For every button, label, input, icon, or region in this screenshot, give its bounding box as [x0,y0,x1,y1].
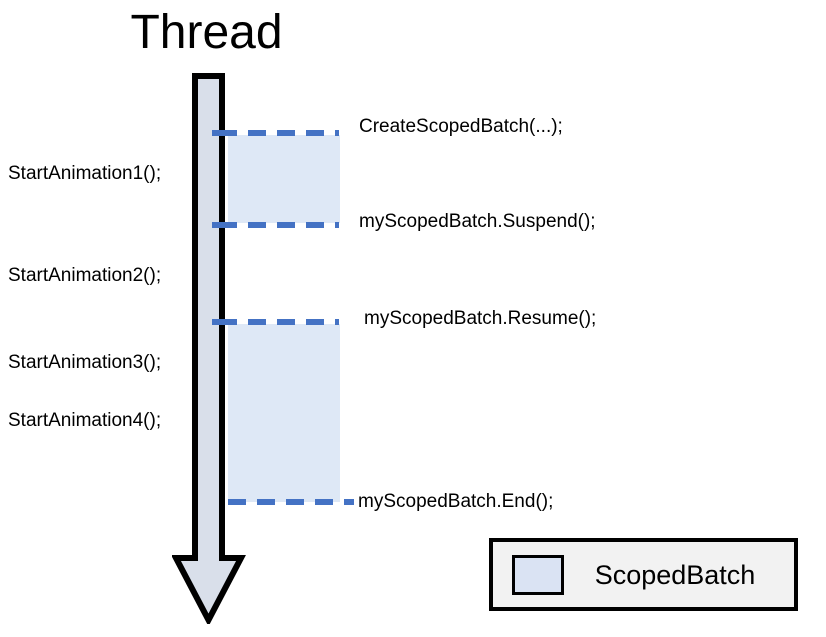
thread-label-start-animation-1: StartAnimation1(); [8,163,162,184]
dash-stub-suspend-left [212,222,219,228]
scoped-batch-region-1 [228,135,340,223]
api-label-create-scoped-batch: CreateScopedBatch(...); [359,116,563,137]
legend-label-scoped-batch: ScopedBatch [594,559,756,590]
thread-direction-arrow-icon [172,73,246,624]
dashed-line-end [228,499,352,505]
scoped-batch-region-2 [228,324,340,502]
api-label-resume: myScopedBatch.Resume(); [364,308,597,329]
dashed-line-suspend [219,222,339,228]
thread-label-start-animation-2: StartAnimation2(); [8,265,162,286]
dashed-line-create-scoped-batch [219,130,339,136]
dash-stub-end-right [347,499,354,505]
thread-label-start-animation-3: StartAnimation3(); [8,352,162,373]
api-label-suspend: myScopedBatch.Suspend(); [359,211,596,232]
page-title: Thread [130,6,283,59]
legend: ScopedBatch [489,538,798,611]
thread-label-start-animation-4: StartAnimation4(); [8,410,162,431]
legend-swatch-scoped-batch [512,554,564,595]
dashed-line-resume [219,319,339,325]
api-label-end: myScopedBatch.End(); [358,491,554,512]
dash-stub-create-left [212,130,219,136]
dash-stub-resume-left [212,319,219,325]
